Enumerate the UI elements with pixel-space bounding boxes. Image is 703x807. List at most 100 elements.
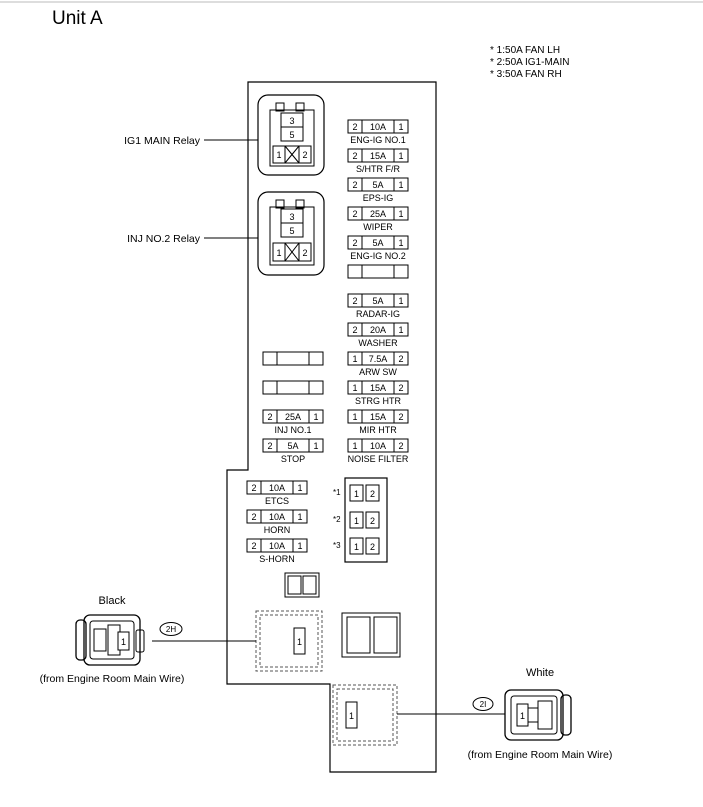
fuse-terminal-right: 1 [297,541,302,551]
fuse-terminal-left: 2 [251,512,256,522]
fusible-link-pin-label: 1 [354,542,359,552]
relay-pin-label: 5 [289,130,294,140]
fusible-link-pin [365,484,380,502]
connector-outline-dashed [259,614,319,668]
relay-pin-label: 1 [276,248,281,258]
large-slot-pair [341,612,401,658]
connector-source-label: (from Engine Room Main Wire) [468,749,613,761]
relay-tab [275,102,285,112]
connector-pin-box [293,627,306,655]
fuse-terminal-left: 2 [352,238,357,248]
fuse-terminal-right: 1 [398,238,403,248]
relay-pin-label: 3 [289,212,294,222]
fuse-frame [347,438,409,453]
fuse-terminal-right: 1 [398,180,403,190]
fuse-terminal-right: 1 [398,209,403,219]
fuse-name: MIR HTR [359,425,397,435]
fuse-amperage: 10A [269,483,285,493]
fuse-amperage: 15A [370,412,386,422]
fuse [262,351,324,366]
fuse-terminal-left: 2 [251,541,256,551]
fusible-link-pin [365,537,380,555]
fuse-name: STRG HTR [355,396,401,406]
connector-code: 2H [166,625,176,634]
relay-pin-label: 2 [302,248,307,258]
relay-tab [275,199,285,209]
connector-pin-box [345,701,358,729]
slot-frame [284,572,320,598]
fuse-frame [347,119,409,134]
fuse-frame [347,148,409,163]
fuse-terminal-right: 1 [297,512,302,522]
fuse-terminal-right: 1 [398,296,403,306]
fuse-name: ENG-IG NO.1 [350,135,406,145]
fuse-amperage: 15A [370,151,386,161]
fusible-link-pin [349,511,364,529]
connector-icon-pin-label: 1 [121,637,126,647]
fuse-amperage: 5A [372,296,383,306]
connector-code-badge [159,622,183,636]
fuse-notes: * 1:50A FAN LH * 2:50A IG1-MAIN * 3:50A … [490,45,569,80]
slot [346,616,371,654]
fuse-terminal-left: 2 [251,483,256,493]
fuse-terminal-left: 2 [267,441,272,451]
fusible-link-mark: *3 [333,541,341,550]
fuse-frame [347,206,409,221]
cross-line [284,145,300,164]
fuse-name: S-HORN [259,554,295,564]
fuse-amperage: 25A [285,412,301,422]
fuse [262,380,324,395]
fusible-link-pin [349,484,364,502]
fusible-link-frame [344,477,388,563]
connector-icon-pin-label: 1 [520,711,525,721]
fuse-frame [347,293,409,308]
fuse-terminal-left: 2 [352,151,357,161]
fuse-amperage: 15A [370,383,386,393]
fuse-terminal-left: 2 [267,412,272,422]
fuse-name: ENG-IG NO.2 [350,251,406,261]
white-connector-icon: 1 [504,689,572,741]
connector-source-label: (from Engine Room Main Wire) [40,673,185,685]
fuse-name: STOP [281,454,305,464]
fuse-frame [246,480,308,495]
fusible-link-mark: *1 [333,488,341,497]
fuse-terminal-left: 2 [352,180,357,190]
fuse-name: EPS-IG [363,193,394,203]
connector-outline-dashed [336,688,394,742]
fuse-frame [246,538,308,553]
fuse-amperage: 10A [269,512,285,522]
fuse-name: S/HTR F/R [356,164,400,174]
fuse-terminal-right: 2 [398,412,403,422]
fuse-frame [262,438,324,453]
fusible-link-pin [365,511,380,529]
fuse-frame [347,235,409,250]
fuse-name: RADAR-IG [356,309,400,319]
relay-pin-label: 2 [302,150,307,160]
relay-label: IG1 MAIN Relay [124,135,201,147]
fuse-amperage: 25A [370,209,386,219]
fuse-terminal-left: 1 [352,383,357,393]
fuse-terminal-right: 1 [313,441,318,451]
fuse-terminal-right: 2 [398,441,403,451]
fuse-block-outline [226,81,437,773]
connector-outline-dashed [255,610,323,672]
fuse-frame [262,409,324,424]
fuse-terminal-left: 1 [352,441,357,451]
connector-color-label: Black [99,595,126,607]
fuse-amperage: 7.5A [369,354,388,364]
connector-color-label: White [526,667,554,679]
